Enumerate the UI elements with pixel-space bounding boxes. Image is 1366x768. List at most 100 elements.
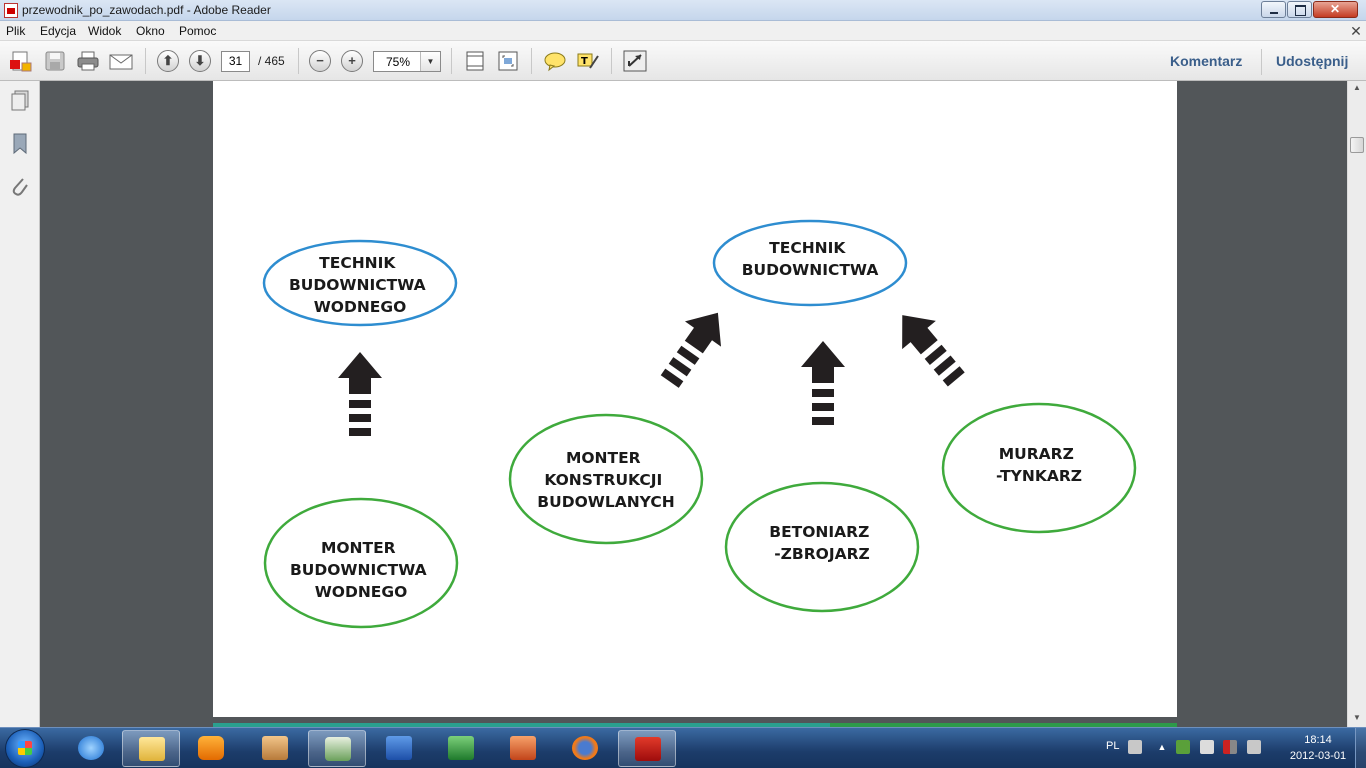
svg-text:MURARZ -TYNKARZ: MURARZ -TYNKARZ xyxy=(996,445,1082,485)
page-total: / 465 xyxy=(258,54,285,68)
taskbar-windows-explorer[interactable] xyxy=(122,730,180,767)
maximize-button[interactable] xyxy=(1287,1,1312,18)
scroll-down-icon[interactable]: ▼ xyxy=(1353,713,1361,722)
window-title: przewodnik_po_zawodach.pdf - Adobe Reade… xyxy=(22,3,271,17)
node-murarz-tynkarz: MURARZ -TYNKARZ xyxy=(941,402,1137,534)
title-bar: przewodnik_po_zawodach.pdf - Adobe Reade… xyxy=(0,0,1366,21)
menu-widok[interactable]: Widok xyxy=(88,24,122,38)
page-thumbnails-icon[interactable] xyxy=(9,89,31,113)
toolbar-separator xyxy=(1261,49,1262,75)
node-line: BETONIARZ xyxy=(769,523,869,541)
close-button[interactable] xyxy=(1313,1,1358,18)
career-path-diagram: TECHNIK BUDOWNICTWA WODNEGO TECHNIK BUDO… xyxy=(262,219,1137,629)
security-icon[interactable] xyxy=(1176,740,1190,754)
vertical-scrollbar[interactable]: ▲ ▼ xyxy=(1347,81,1366,727)
navigation-pane xyxy=(0,81,40,727)
taskbar-excel[interactable] xyxy=(432,730,490,767)
arrow-diag-right xyxy=(651,300,736,395)
taskbar-word[interactable] xyxy=(370,730,428,767)
zoom-out-icon[interactable]: − xyxy=(309,50,331,72)
zoom-in-icon[interactable]: + xyxy=(341,50,363,72)
taskbar-printer-app[interactable] xyxy=(246,730,304,767)
chevron-down-icon[interactable]: ▼ xyxy=(420,52,440,71)
arrow-left-up xyxy=(338,352,382,436)
fit-width-icon[interactable] xyxy=(496,50,520,72)
zoom-value: 75% xyxy=(386,55,411,69)
svg-text:TECHNIK BUDOWNICTWA: TECHNIK BUDOWNICTWA WODNEGO xyxy=(289,254,431,316)
node-line: MURARZ xyxy=(999,445,1074,463)
close-document-icon[interactable]: ✕ xyxy=(1350,23,1362,39)
svg-text:BETONIARZ -ZBROJARZ: BETONIARZ -ZBROJARZ xyxy=(769,523,874,563)
node-line: MONTER xyxy=(566,449,641,467)
minimize-button[interactable] xyxy=(1261,1,1286,18)
keyboard-icon[interactable] xyxy=(1128,740,1142,754)
node-line: BUDOWLANYCH xyxy=(537,493,674,511)
taskbar-internet-explorer[interactable] xyxy=(62,730,120,767)
toolbar-separator xyxy=(531,48,532,74)
node-line: BUDOWNICTWA xyxy=(742,261,879,279)
printer-app-icon xyxy=(262,736,288,760)
language-indicator[interactable]: PL xyxy=(1106,740,1120,752)
start-button[interactable] xyxy=(5,729,45,768)
menu-pomoc[interactable]: Pomoc xyxy=(179,24,217,38)
internet-explorer-icon xyxy=(78,736,104,760)
adobe-reader-icon xyxy=(635,737,661,761)
node-line: BUDOWNICTWA xyxy=(289,276,426,294)
taskbar-firefox[interactable] xyxy=(556,730,614,767)
attachments-icon[interactable] xyxy=(9,175,31,199)
menu-bar: Plik Edycja Widok Okno Pomoc ✕ xyxy=(0,21,1366,41)
clock-time[interactable]: 18:14 xyxy=(1304,734,1332,746)
email-icon[interactable] xyxy=(109,50,133,72)
powerpoint-icon xyxy=(510,736,536,760)
taskbar-adobe-reader[interactable] xyxy=(618,730,676,767)
toolbar-separator xyxy=(611,48,612,74)
node-betoniarz-zbrojarz: BETONIARZ -ZBROJARZ xyxy=(724,481,920,613)
comment-link[interactable]: Komentarz xyxy=(1170,53,1243,69)
node-line: -ZBROJARZ xyxy=(774,545,870,563)
save-icon[interactable] xyxy=(43,50,67,72)
create-pdf-icon[interactable] xyxy=(9,50,33,72)
node-line: TECHNIK xyxy=(319,254,396,272)
sticky-note-icon[interactable] xyxy=(543,50,567,72)
show-hidden-icons-icon[interactable]: ▲ xyxy=(1157,742,1167,752)
taskbar-media-player[interactable] xyxy=(182,730,240,767)
share-link[interactable]: Udostępnij xyxy=(1276,53,1349,69)
taskbar-hp-app[interactable] xyxy=(308,730,366,767)
folder-icon xyxy=(139,737,165,761)
scroll-up-icon[interactable]: ▲ xyxy=(1353,83,1361,92)
node-monter-konstrukcji-budowlanych: MONTER KONSTRUKCJI BUDOWLANYCH xyxy=(508,413,704,545)
menu-plik[interactable]: Plik xyxy=(6,24,26,38)
network-signal-icon[interactable] xyxy=(1223,740,1237,754)
print-icon[interactable] xyxy=(76,50,100,72)
scroll-thumb[interactable] xyxy=(1350,137,1364,153)
word-icon xyxy=(386,736,412,760)
device-icon[interactable] xyxy=(1200,740,1214,754)
toolbar-separator xyxy=(145,48,146,74)
show-desktop-button[interactable] xyxy=(1355,728,1366,768)
highlight-text-icon[interactable]: T xyxy=(576,50,600,72)
node-technik-budownictwa-wodnego: TECHNIK BUDOWNICTWA WODNEGO xyxy=(262,239,458,327)
pdf-app-icon[interactable] xyxy=(4,3,18,18)
menu-edycja[interactable]: Edycja xyxy=(40,24,77,38)
arrow-diag-left xyxy=(885,300,974,394)
node-line: TECHNIK xyxy=(769,239,846,257)
node-line: BUDOWNICTWA xyxy=(290,561,427,579)
fit-page-icon[interactable] xyxy=(463,50,487,72)
media-player-icon xyxy=(198,736,224,760)
firefox-icon xyxy=(572,736,598,760)
page-number-input[interactable]: 31 xyxy=(221,51,250,72)
previous-page-icon[interactable]: ⬆ xyxy=(157,50,179,72)
bookmarks-icon[interactable] xyxy=(9,132,31,156)
arrow-center-up xyxy=(801,341,845,425)
next-page-icon[interactable]: ⬇ xyxy=(189,50,211,72)
taskbar-powerpoint[interactable] xyxy=(494,730,552,767)
toolbar-separator xyxy=(451,48,452,74)
document-area[interactable]: TECHNIK BUDOWNICTWA WODNEGO TECHNIK BUDO… xyxy=(40,81,1347,727)
zoom-select[interactable]: 75% ▼ xyxy=(373,51,441,72)
clock-date[interactable]: 2012-03-01 xyxy=(1289,750,1347,762)
full-screen-icon[interactable] xyxy=(623,50,647,72)
menu-okno[interactable]: Okno xyxy=(136,24,165,38)
svg-text:TECHNIK BUDOWNICTWA: TECHNIK BUDOWNICTWA xyxy=(742,239,879,279)
pdf-page: TECHNIK BUDOWNICTWA WODNEGO TECHNIK BUDO… xyxy=(213,81,1177,717)
volume-icon[interactable] xyxy=(1247,740,1261,754)
